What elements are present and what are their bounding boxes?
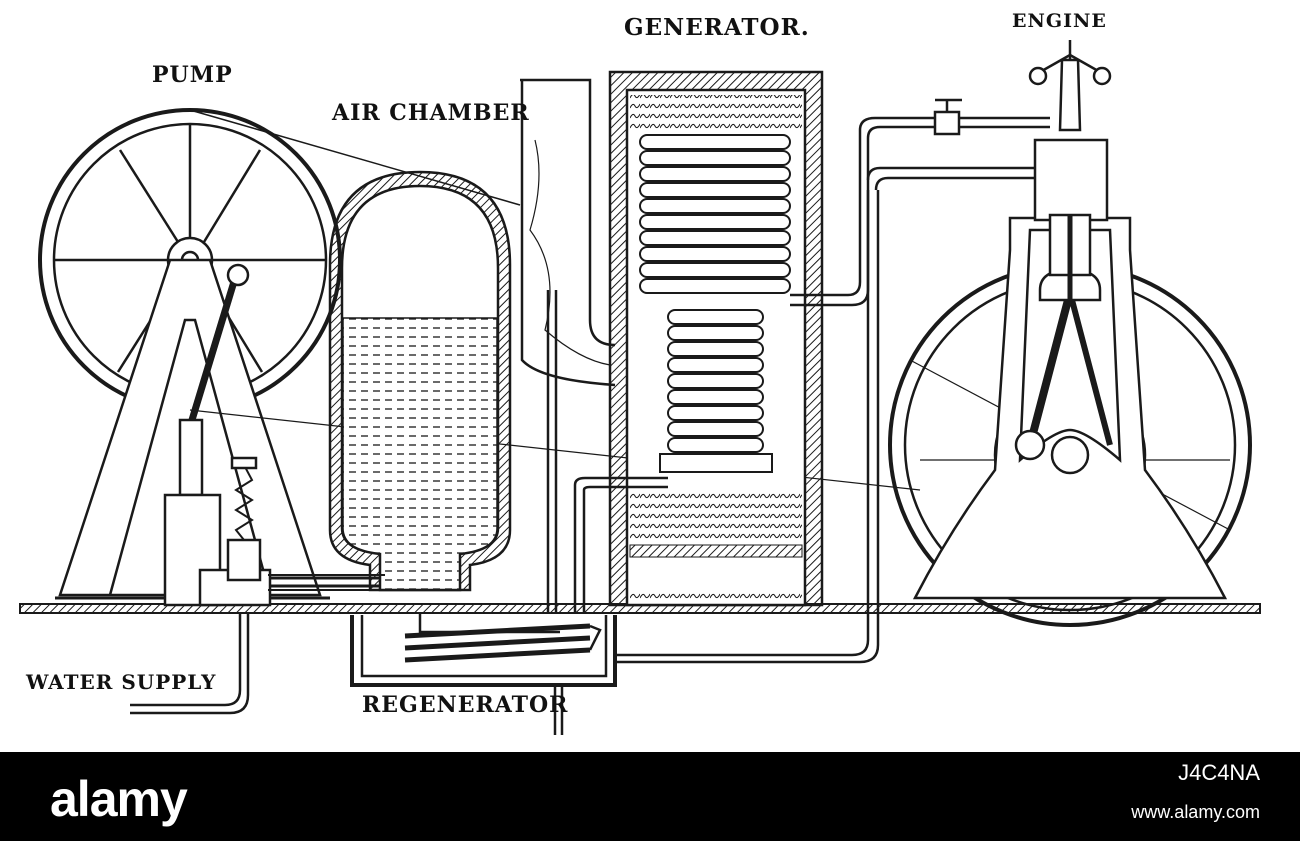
engine-governor [1028,40,1112,132]
pump-cylinder [163,418,272,607]
engine-frame [912,138,1228,600]
label-air-chamber: AIR CHAMBER [332,100,530,126]
label-regenerator: REGENERATOR [362,692,569,718]
label-engine: ENGINE [1012,10,1107,32]
air-chamber-vessel [270,170,512,592]
alamy-logo: alamy [50,771,188,827]
label-pump: PUMP [152,62,233,88]
site-url: www.alamy.com [1131,802,1260,822]
label-generator: GENERATOR. [624,14,810,41]
steam-pipes [130,98,1050,715]
chimney-flue [520,78,616,612]
generator-coil-upper [639,134,791,294]
steam-plant-illustration [19,40,1261,735]
engraving-diagram: PUMP AIR CHAMBER GENERATOR. ENGINE WATER… [19,10,1261,735]
image-id: J4C4NA [1178,760,1260,785]
label-water-supply: WATER SUPPLY [26,670,217,694]
generator-coil-lower [659,309,773,473]
watermark-footer: alamy J4C4NA www.alamy.com [0,752,1300,841]
